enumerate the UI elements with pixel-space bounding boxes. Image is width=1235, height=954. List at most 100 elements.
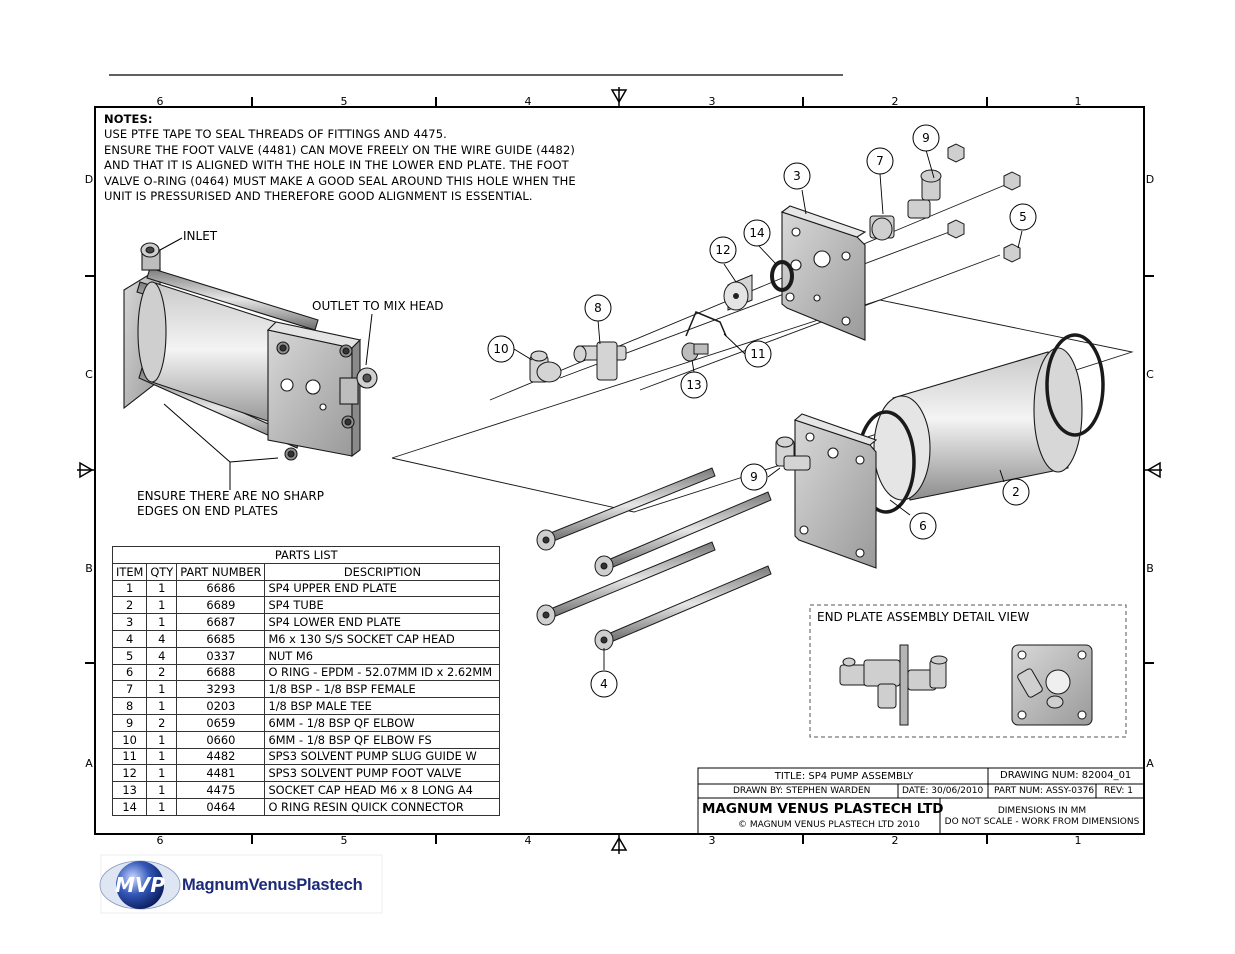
balloon-5: 5 (1009, 203, 1037, 231)
tube (856, 333, 1105, 514)
item-cell: 8 (111, 697, 148, 715)
svg-text:9: 9 (750, 470, 758, 484)
part-number-cell: 4481 (176, 764, 266, 783)
description-cell: 1/8 BSP MALE TEE (264, 697, 501, 715)
part-number-cell: 4475 (176, 781, 266, 799)
balloon-12: 12 (709, 236, 737, 264)
outlet-label: OUTLET TO MIX HEAD (312, 299, 444, 313)
svg-text:9: 9 (922, 131, 930, 145)
logo-globe-icon (116, 861, 164, 909)
svg-text:6: 6 (919, 519, 927, 533)
item-cell: 12 (111, 764, 148, 783)
item-cell: 7 (111, 680, 148, 699)
description-cell: NUT M6 (264, 646, 501, 665)
part-number-cell: 6685 (176, 629, 266, 648)
description-cell: O RING RESIN QUICK CONNECTOR (264, 797, 501, 816)
item-cell: 4 (111, 629, 148, 648)
notes-line-5: UNIT IS PRESSURISED AND THEREFORE GOOD A… (104, 189, 533, 204)
part-number-cell: 0660 (176, 730, 266, 749)
part-number-cell: 6686 (176, 579, 266, 598)
company-logo: MVP (99, 854, 383, 914)
qty-cell: 1 (146, 747, 178, 766)
balloon-14: 14 (743, 219, 771, 247)
qty-cell: 1 (146, 680, 178, 699)
lower-end-plate (780, 205, 867, 341)
balloon-11: 11 (744, 340, 772, 368)
col-header-qty: QTY (146, 562, 178, 581)
part-number-cell: 6689 (176, 596, 266, 615)
part-number-cell: 3293 (176, 680, 266, 699)
assembled-callouts: INLET OUTLET TO MIX HEAD ENSURE THERE AR… (137, 229, 444, 518)
item-cell: 2 (111, 596, 148, 615)
item-cell: 3 (111, 613, 148, 631)
svg-text:4: 4 (600, 677, 608, 691)
date: DATE: 30/06/2010 (902, 786, 984, 796)
qty-cell: 1 (146, 613, 178, 631)
parts-list-caption: PARTS LIST (111, 546, 501, 564)
qty-cell: 1 (146, 781, 178, 799)
qty-cell: 1 (146, 596, 178, 615)
zone-row-b: B (85, 562, 93, 575)
zone-col-6-bottom: 6 (157, 834, 164, 847)
zone-row-c: C (85, 368, 93, 381)
zone-col-3-bottom: 3 (709, 834, 716, 847)
long-screws (536, 467, 772, 651)
item-cell: 1 (111, 579, 148, 598)
zone-row-d: D (85, 173, 93, 186)
parts-list-table: PARTS LIST ITEM QTY PART NUMBER DESCRIPT… (111, 546, 501, 816)
balloon-9-lower: 9 (740, 463, 768, 491)
drawn-by: DRAWN BY: STEPHEN WARDEN (733, 786, 871, 796)
balloon-3: 3 (783, 162, 811, 190)
qty-cell: 1 (146, 764, 178, 783)
part-number-cell: 0203 (176, 697, 266, 715)
description-cell: 6MM - 1/8 BSP QF ELBOW (264, 713, 501, 732)
part-number-cell: 0464 (176, 797, 266, 816)
svg-text:11: 11 (750, 347, 765, 361)
title-text: TITLE: SP4 PUMP ASSEMBLY (774, 771, 914, 782)
description-cell: M6 x 130 S/S SOCKET CAP HEAD (264, 629, 501, 648)
qty-cell: 1 (146, 730, 178, 749)
zone-col-2: 2 (892, 95, 899, 108)
description-cell: O RING - EPDM - 52.07MM ID x 2.62MM (264, 663, 501, 682)
svg-text:10: 10 (493, 342, 508, 356)
item-cell: 9 (111, 713, 148, 732)
upper-fittings (869, 169, 942, 241)
edges-note-line-2: EDGES ON END PLATES (137, 504, 278, 518)
edges-note-line-1: ENSURE THERE ARE NO SHARP (137, 489, 324, 503)
part-number-cell: 0337 (176, 646, 266, 665)
balloon-4: 4 (590, 670, 618, 698)
assembled-pump-view (123, 242, 378, 461)
svg-text:12: 12 (715, 243, 730, 257)
qty-cell: 2 (146, 713, 178, 732)
company-name: MAGNUM VENUS PLASTECH LTD (702, 801, 944, 817)
notes-block: NOTES: USE PTFE TAPE TO SEAL THREADS OF … (104, 112, 584, 204)
description-cell: SP4 UPPER END PLATE (264, 579, 501, 598)
balloon-2: 2 (1002, 478, 1030, 506)
zone-row-a-right: A (1146, 757, 1154, 770)
zone-col-6: 6 (157, 95, 164, 108)
description-cell: 1/8 BSP - 1/8 BSP FEMALE (264, 680, 501, 699)
part-number-cell: 0659 (176, 713, 266, 732)
zone-col-4: 4 (525, 95, 532, 108)
svg-text:8: 8 (594, 301, 602, 315)
slug-guide-wire (685, 311, 727, 337)
balloon-9-upper: 9 (912, 124, 940, 152)
zone-row-b-right: B (1146, 562, 1154, 575)
zone-col-1: 1 (1075, 95, 1082, 108)
balloon-6: 6 (909, 512, 937, 540)
notes-line-1: USE PTFE TAPE TO SEAL THREADS OF FITTING… (104, 127, 447, 142)
copyright: © MAGNUM VENUS PLASTECH LTD 2010 (738, 820, 920, 830)
zone-col-4-bottom: 4 (525, 834, 532, 847)
nuts (947, 143, 1021, 263)
qty-cell: 1 (146, 579, 178, 598)
